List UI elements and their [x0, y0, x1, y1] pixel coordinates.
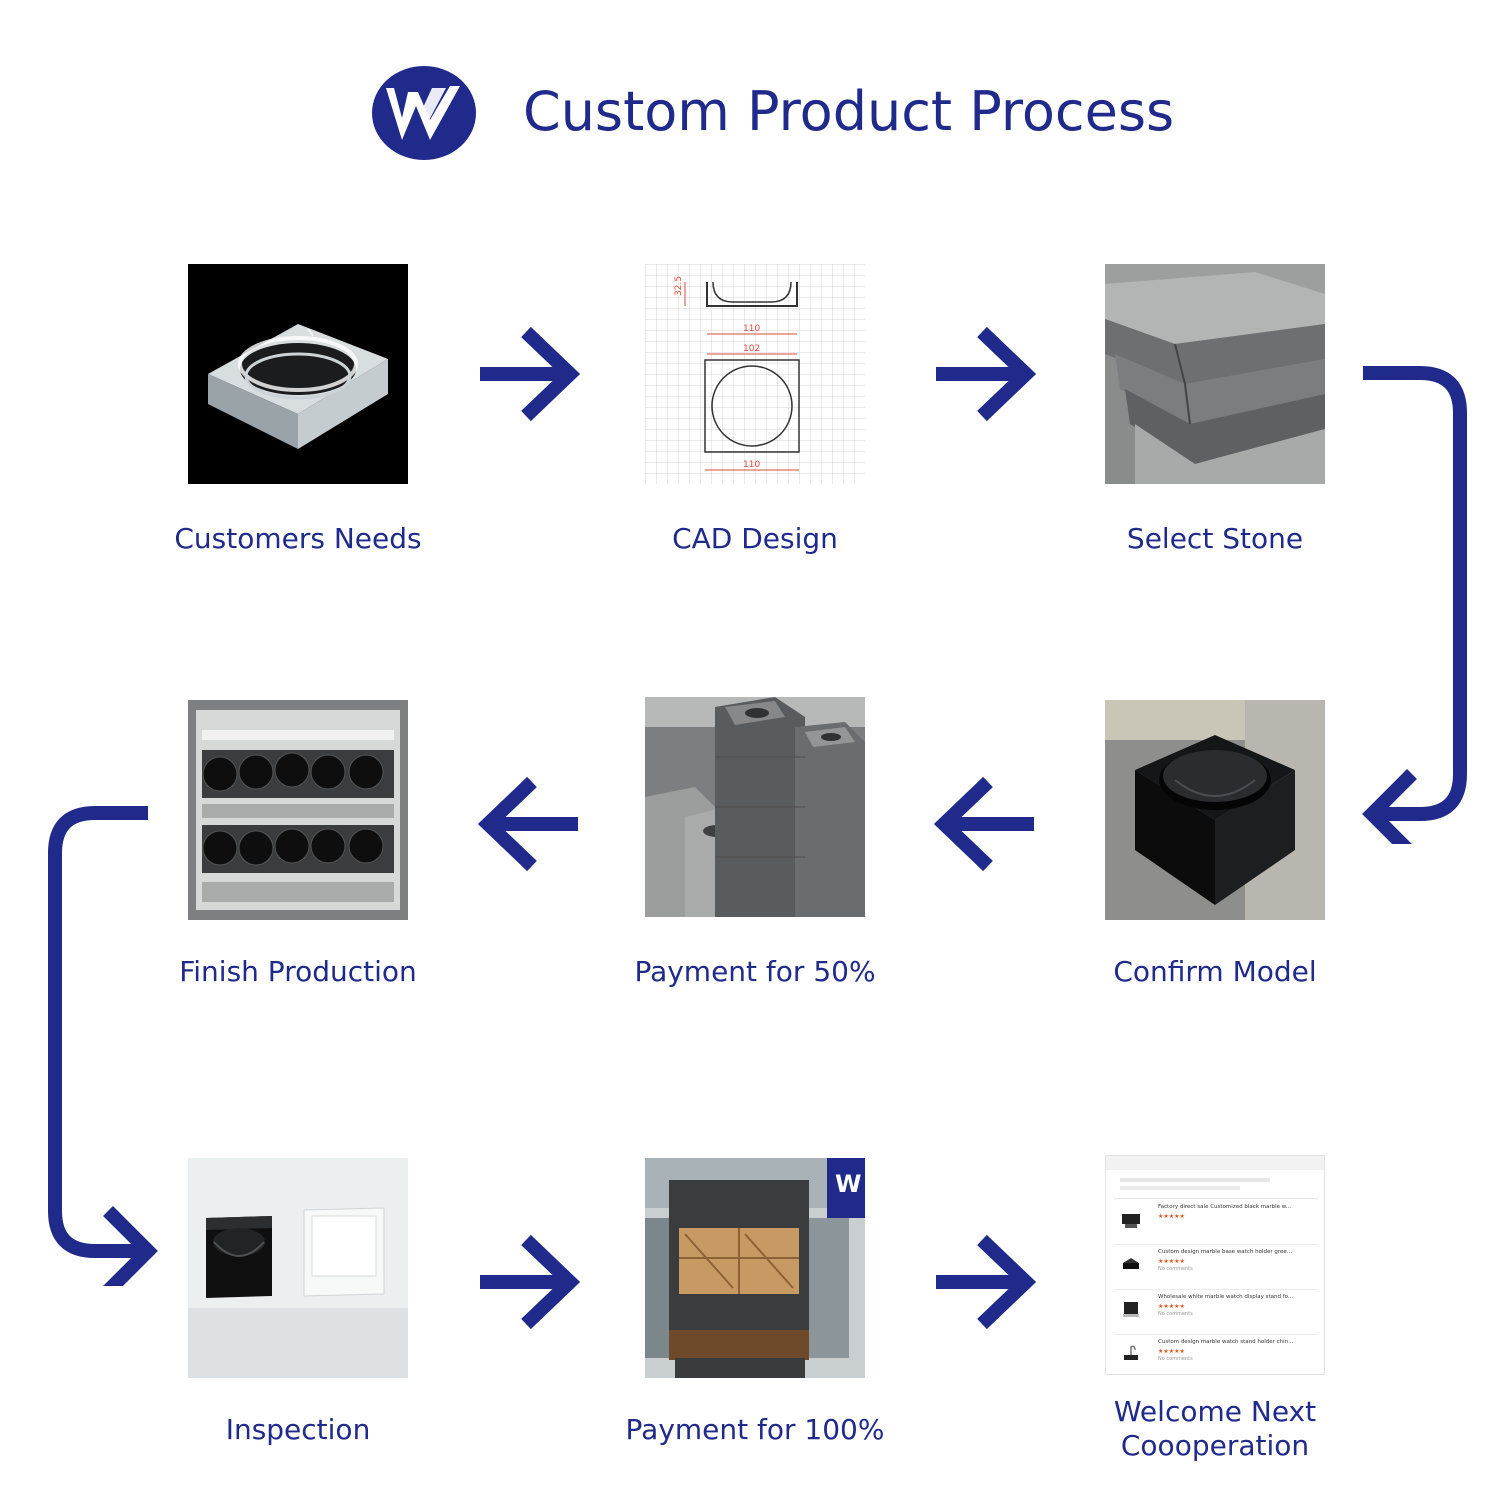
list-item: Custom design marble watch stand holder … [1106, 1335, 1324, 1374]
step-cad-design-photo: 32.5 110 102 110 [645, 264, 865, 484]
arrow-right-icon [478, 1234, 580, 1330]
product-thumb-icon [1123, 1258, 1139, 1269]
step-payment-50-photo [645, 697, 865, 917]
connector-loop-left [40, 806, 160, 1286]
connector-loop-right [1360, 364, 1480, 844]
svg-text:110: 110 [743, 460, 760, 470]
step-customers-needs-photo [188, 264, 408, 484]
step-customers-needs-label: Customers Needs [174, 522, 422, 555]
step-inspection-photo [188, 1158, 408, 1378]
arrow-right-icon [934, 1234, 1036, 1330]
step-finish-production-photo [188, 700, 408, 920]
list-item: Custom design marble base watch holder g… [1106, 1245, 1324, 1289]
step-select-stone-label: Select Stone [1126, 522, 1304, 555]
list-item: Wholesale white marble watch display sta… [1106, 1290, 1324, 1334]
step-welcome-label-line1: Welcome Next [1113, 1395, 1317, 1428]
logo-mark-icon [372, 66, 476, 160]
arrow-left-icon [934, 776, 1036, 872]
product-thumb-icon [1123, 1302, 1139, 1317]
arrow-right-icon [934, 326, 1036, 422]
svg-text:110: 110 [743, 324, 760, 334]
company-logo [372, 66, 476, 160]
product-thumb-icon [1124, 1345, 1138, 1360]
step-welcome-label: Welcome Next Coooperation [995, 1395, 1435, 1463]
page-title: Custom Product Process [523, 80, 1175, 143]
step-cad-design-label: CAD Design [672, 522, 838, 555]
svg-text:102: 102 [743, 344, 760, 354]
arrow-right-icon [478, 326, 580, 422]
step-welcome-listing-photo: Factory direct sale Customized black mar… [1105, 1155, 1325, 1375]
arrow-left-icon [478, 776, 580, 872]
list-item: Factory direct sale Customized black mar… [1106, 1200, 1324, 1244]
step-finish-production-label: Finish Production [179, 955, 417, 988]
step-confirm-model-photo [1105, 700, 1325, 920]
product-thumb-icon [1122, 1214, 1140, 1228]
svg-text:W: W [835, 1170, 861, 1198]
step-confirm-model-label: Confirm Model [1113, 955, 1317, 988]
step-payment-50-label: Payment for 50% [634, 955, 876, 988]
step-inspection-label: Inspection [225, 1413, 371, 1446]
step-select-stone-photo [1105, 264, 1325, 484]
step-payment-100-label: Payment for 100% [625, 1413, 885, 1446]
svg-text:32.5: 32.5 [674, 276, 684, 296]
step-welcome-label-line2: Coooperation [1120, 1429, 1310, 1462]
step-payment-100-photo: W [645, 1158, 865, 1378]
